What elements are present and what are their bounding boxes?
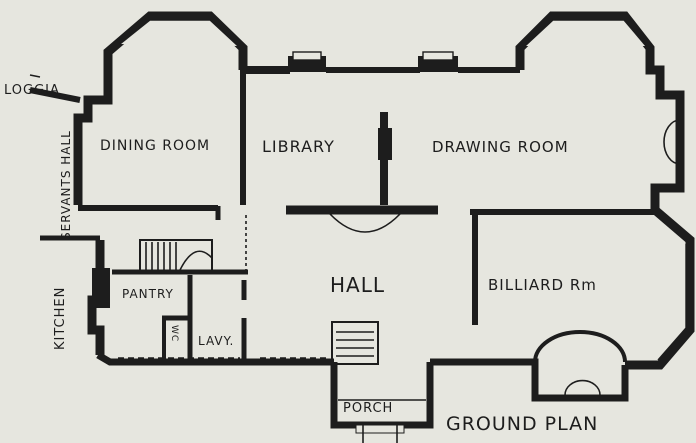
south-wall-west: [96, 351, 334, 366]
porch-walls: [330, 362, 434, 443]
label-wc: WC: [169, 325, 179, 342]
west-wall: [29, 74, 113, 355]
billiard-room-bay-wall: [625, 206, 695, 370]
label-drawing-room: DRAWING ROOM: [432, 138, 569, 156]
dining-room-bay-wall: [103, 11, 248, 75]
north-wall: [243, 51, 520, 74]
label-ground-plan: GROUND PLAN: [446, 413, 598, 435]
drawing-room-bay-wall: [515, 11, 685, 210]
label-pantry: PANTRY: [122, 287, 174, 301]
label-library: LIBRARY: [262, 137, 335, 156]
label-lavy: LAVY.: [198, 334, 234, 348]
label-loggia: LOGGIA: [4, 83, 60, 98]
label-kitchen: KITCHEN: [53, 287, 68, 350]
label-servants-hall: SERVANTS HALL: [59, 130, 73, 240]
label-porch: PORCH: [343, 401, 393, 416]
label-hall: HALL: [330, 273, 385, 297]
south-wall-east: [430, 330, 629, 402]
interior-walls: [78, 70, 655, 365]
label-billiard-room: BILLIARD Rm: [488, 276, 597, 294]
label-dining-room: DINING ROOM: [100, 138, 210, 154]
